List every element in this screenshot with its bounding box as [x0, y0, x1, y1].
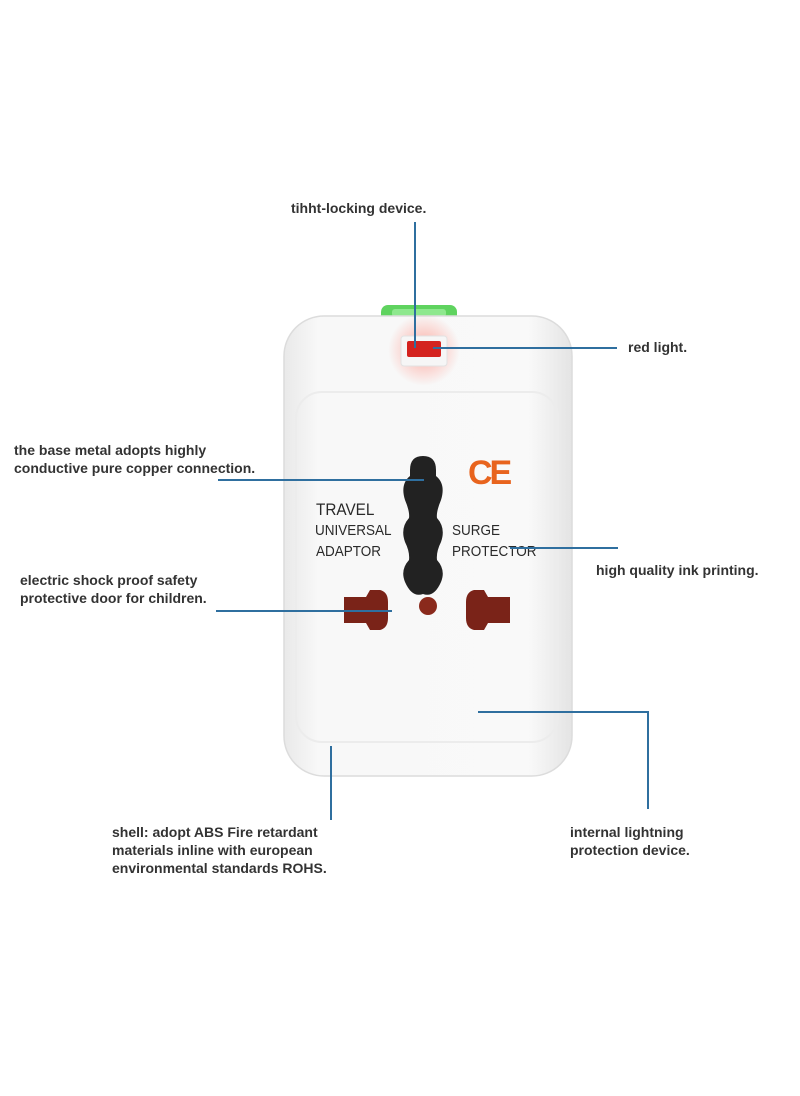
callout-base-metal: the base metal adopts highly conductive …: [14, 441, 255, 477]
callout-red-light: red light.: [628, 339, 688, 355]
callout-lightning-line2: protection device.: [570, 842, 690, 858]
callout-shell-line2: materials inline with european: [112, 842, 313, 858]
callout-shell-line3: environmental standards ROHS.: [112, 860, 327, 876]
print-universal: UNIVERSAL: [315, 522, 392, 539]
callout-shell-line1: shell: adopt ABS Fire retardant: [112, 824, 318, 840]
ce-mark: CE: [468, 454, 512, 492]
red-light-indicator: [407, 341, 441, 357]
print-protector: PROTECTOR: [452, 543, 537, 560]
callout-shock-proof: electric shock proof safety protective d…: [20, 571, 207, 607]
callout-shock-proof-line1: electric shock proof safety: [20, 572, 198, 588]
leader-line-base-metal: [218, 479, 424, 481]
callout-ink-printing: high quality ink printing.: [596, 562, 759, 578]
callout-lightning: internal lightning protection device.: [570, 823, 690, 859]
safety-door-hole: [419, 597, 437, 615]
callout-lightning-line1: internal lightning: [570, 824, 684, 840]
leader-line-lightning-v: [647, 711, 649, 809]
callout-base-metal-line2: conductive pure copper connection.: [14, 460, 256, 476]
print-adaptor: ADAPTOR: [316, 543, 382, 560]
leader-line-lightning-h: [478, 711, 648, 713]
leader-line-tight-locking: [414, 222, 416, 348]
leader-line-shock-proof: [216, 610, 392, 612]
print-travel: TRAVEL: [316, 500, 375, 519]
callout-tight-locking: tihht-locking device.: [291, 200, 427, 216]
leader-line-red-light: [433, 347, 617, 349]
right-socket-hole: [466, 590, 510, 630]
leader-line-shell: [330, 746, 332, 820]
center-pin-slot: [403, 456, 443, 595]
leader-line-ink-printing: [510, 547, 618, 549]
print-surge: SURGE: [452, 522, 501, 539]
callout-base-metal-line1: the base metal adopts highly: [14, 442, 207, 458]
callout-shock-proof-line2: protective door for children.: [20, 590, 207, 606]
callout-shell: shell: adopt ABS Fire retardant material…: [112, 823, 327, 877]
